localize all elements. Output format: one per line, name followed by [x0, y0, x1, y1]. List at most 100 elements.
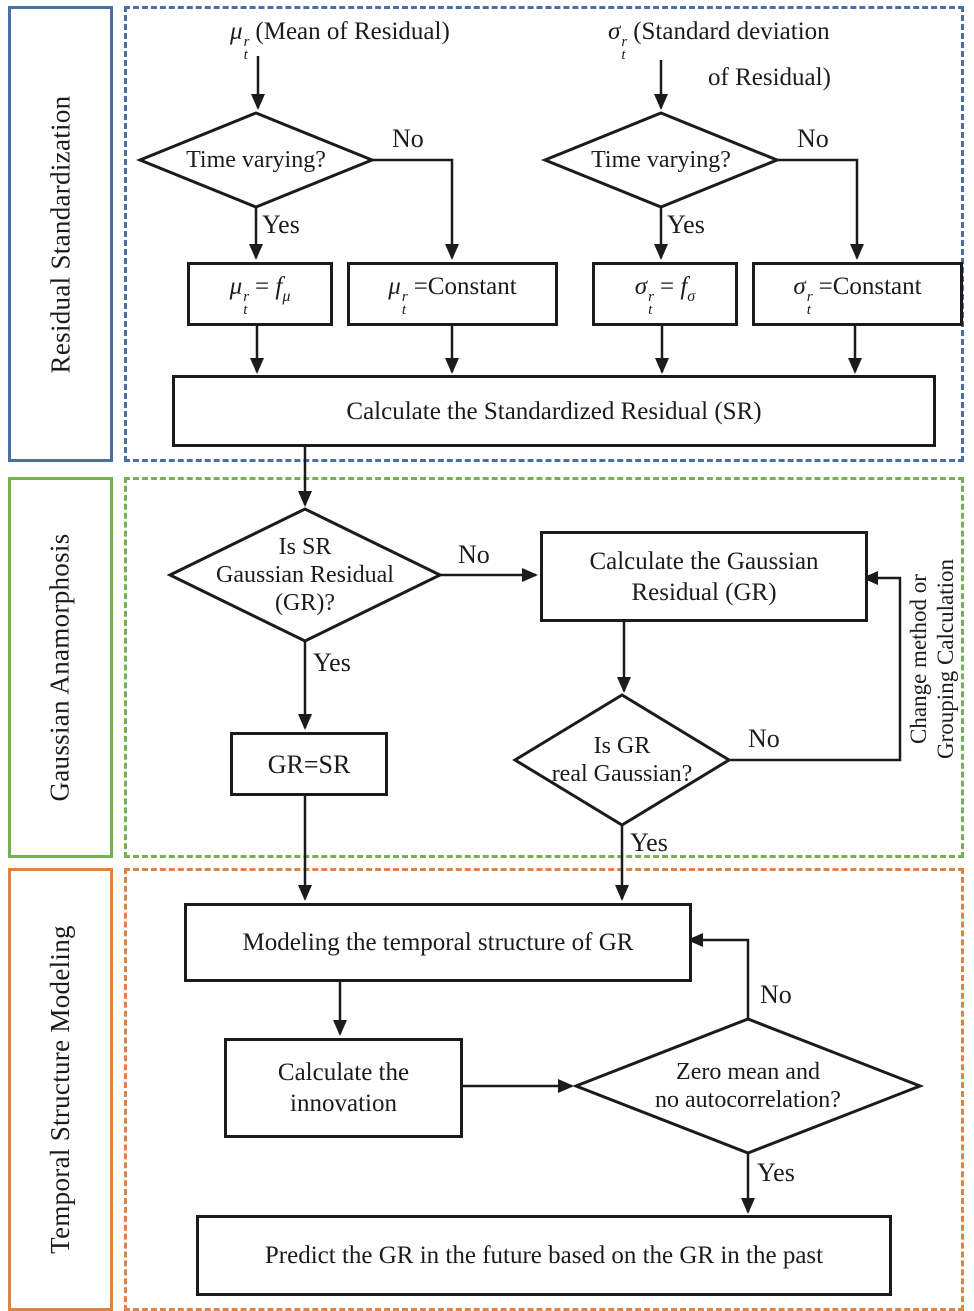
connectors	[249, 56, 902, 1214]
std-description-line2: of Residual)	[708, 64, 831, 91]
branch-yes-sigma: Yes	[667, 210, 705, 239]
formula-f: f	[680, 273, 688, 300]
formula-symbol: μ	[388, 273, 401, 300]
formula-symbol: μ	[229, 273, 243, 300]
formula-equals: =	[659, 273, 681, 300]
box-line: Calculate the	[277, 1059, 410, 1086]
section-frame-gaussian-anamorphosis	[124, 477, 964, 858]
formula-equals: =	[255, 273, 276, 300]
diamond-time-varying-sigma	[541, 111, 781, 209]
feedback-annotation: Change method or Grouping Calculation	[878, 528, 974, 790]
box-line: innovation	[290, 1090, 397, 1117]
decision-line: Gaussian Residual	[216, 562, 394, 588]
decision-is-gr-gaussian: Is GR real Gaussian?	[512, 732, 732, 788]
decision-line: Is SR	[278, 534, 332, 560]
mu-symbol: μ	[230, 18, 243, 45]
mu-sup: r	[243, 34, 250, 50]
mu-sub: t	[243, 47, 248, 63]
std-description-line1: (Standard deviation	[633, 18, 830, 45]
branch-yes-mu: Yes	[262, 210, 300, 239]
decision-line: real Gaussian?	[551, 761, 693, 787]
branch-yes-isgr: Yes	[630, 828, 668, 857]
feedback-line1: Change method or	[906, 574, 931, 744]
sigma-sub: t	[621, 47, 626, 63]
formula-sup: r	[806, 289, 813, 305]
formula-f-sub: μ	[282, 288, 291, 305]
sigma-sup: r	[621, 34, 628, 50]
feedback-line2: Grouping Calculation	[933, 559, 958, 759]
branch-no-zeromean: No	[760, 980, 792, 1009]
box-modeling-temporal-structure: Modeling the temporal structure of GR	[184, 903, 692, 982]
box-line: Calculate the Gaussian	[589, 547, 819, 575]
branch-no-isgr: No	[748, 724, 780, 753]
connector-isgr-no-feedback	[729, 571, 902, 762]
sigma-symbol: σ	[608, 18, 621, 45]
formula-sub: t	[243, 302, 248, 318]
formula-sub: t	[401, 302, 407, 318]
section-frame-residual-standardization	[124, 6, 964, 462]
formula-sup: r	[243, 289, 250, 305]
section-label-residual-standardization: Residual Standardization	[8, 6, 113, 462]
formula-f: f	[275, 273, 283, 300]
decision-line: no autocorrelation?	[655, 1087, 841, 1113]
box-calculate-innovation: Calculate the innovation	[224, 1038, 463, 1138]
formula-symbol: σ	[634, 273, 648, 300]
section-label-temporal-structure-modeling: Temporal Structure Modeling	[8, 868, 113, 1311]
diamond-zero-mean	[571, 1017, 925, 1155]
box-line: Residual (GR)	[631, 578, 777, 606]
mean-description: (Mean of Residual)	[255, 18, 450, 45]
branch-yes-zeromean: Yes	[757, 1158, 795, 1187]
formula-f-sub: σ	[687, 288, 696, 305]
box-calculate-sr: Calculate the Standardized Residual (SR)	[172, 375, 936, 447]
section-frame-temporal-structure-modeling	[124, 868, 964, 1311]
diamond-time-varying-mu	[136, 111, 376, 209]
diamond-is-gr-gaussian	[512, 693, 732, 827]
diamond-is-sr-gr	[166, 507, 444, 643]
formula-sup: r	[401, 289, 408, 305]
decision-diamonds	[136, 111, 925, 1155]
branch-no-mu: No	[392, 124, 424, 153]
decision-zero-mean: Zero mean and no autocorrelation?	[598, 1058, 898, 1114]
box-gr-equals-sr: GR=SR	[230, 732, 388, 796]
decision-is-sr-gr: Is SR Gaussian Residual (GR)?	[185, 533, 425, 617]
connector-zeromean-no-feedback	[687, 933, 750, 1019]
branch-no-sigma: No	[797, 124, 829, 153]
decision-time-varying-mu: Time varying?	[186, 147, 326, 173]
connector-mu-no	[372, 158, 459, 260]
branch-no-issr: No	[458, 540, 490, 569]
formula-symbol: σ	[793, 273, 806, 300]
connector-sigma-no	[777, 158, 864, 260]
decision-line: Zero mean and	[676, 1059, 820, 1085]
decision-time-varying-sigma: Time varying?	[591, 147, 731, 173]
formula-sup: r	[648, 289, 654, 305]
decision-line: Is GR	[593, 733, 651, 759]
box-predict-gr: Predict the GR in the future based on th…	[196, 1215, 892, 1296]
formula-sub: t	[806, 302, 811, 318]
formula-equals: =Constant	[818, 273, 922, 300]
branch-yes-issr: Yes	[313, 648, 351, 677]
formula-sub: t	[648, 302, 653, 318]
section-label-gaussian-anamorphosis: Gaussian Anamorphosis	[8, 477, 113, 858]
feedback-annotation-text: Change method or Grouping Calculation	[905, 559, 959, 759]
box-calculate-gr: Calculate the Gaussian Residual (GR)	[540, 531, 868, 622]
decision-line: (GR)?	[275, 590, 335, 616]
